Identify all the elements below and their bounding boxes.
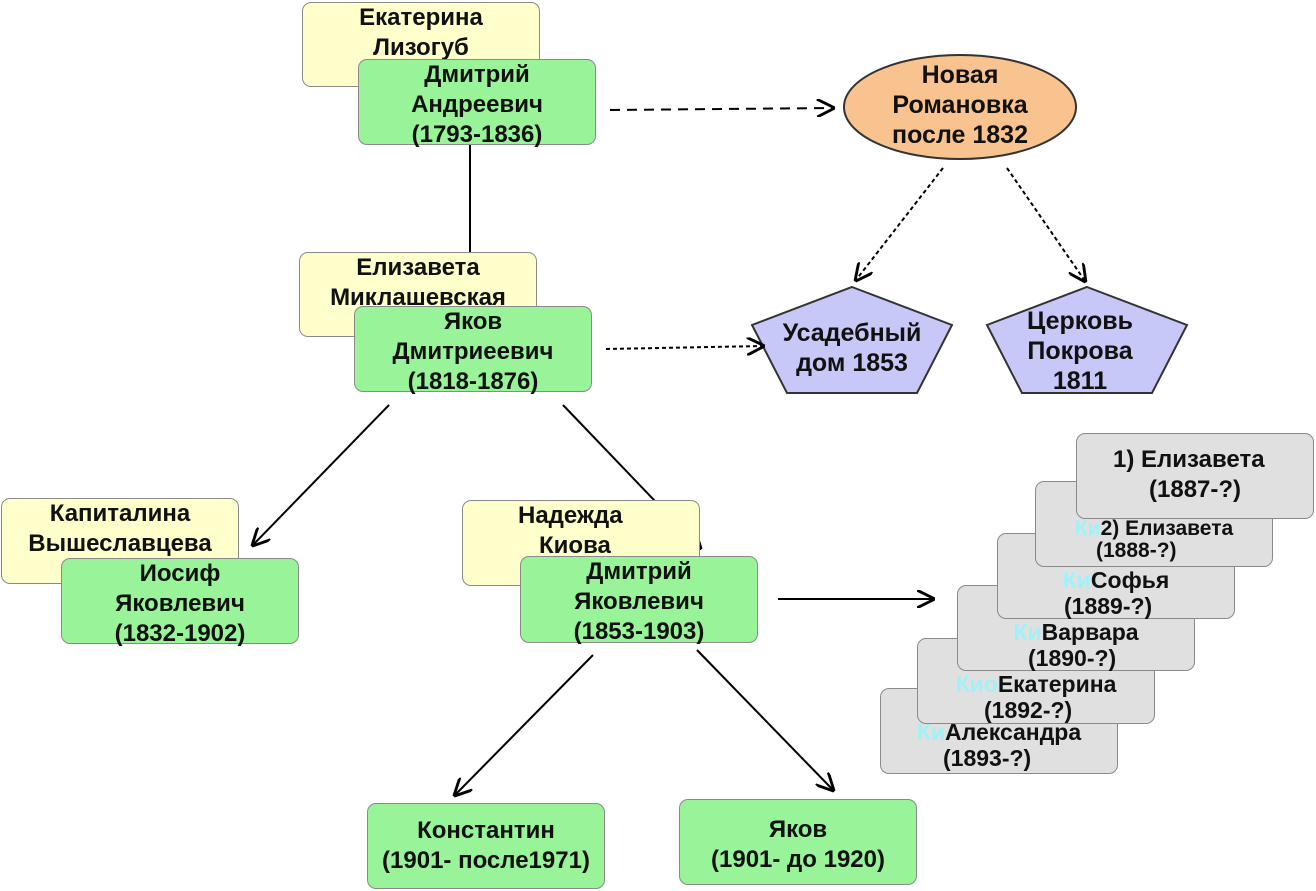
person-name: Яков [768, 816, 828, 843]
person-first-name: Яков [443, 308, 503, 335]
person-patronymic: Дмитриеевич [392, 338, 554, 365]
spouse-first-name: Надежда [518, 502, 623, 529]
person-patronymic: Яковлевич [574, 588, 704, 615]
church-line-2: Покрова [1027, 337, 1133, 365]
estate-line-1: Новая [921, 61, 999, 89]
person-yakov-jr: Яков (1901- до 1920) [679, 799, 917, 885]
daughter-name: 1) Елизавета [1113, 446, 1265, 473]
daughter-prefix: Ки [1013, 619, 1042, 645]
daughter-name: Варвара [1041, 619, 1139, 645]
spouse-last-name: Киова [539, 532, 611, 559]
arrow-yakov-to-iosif [253, 404, 390, 545]
daughter-name-line: КиСофья [998, 567, 1234, 593]
church-line-1: Церковь [1027, 307, 1133, 335]
daughter-years: (1889-?) [1064, 593, 1153, 619]
daughter-name-line: КиВарвара [958, 619, 1194, 645]
daughter-years: (1887-?) [1149, 476, 1242, 503]
person-dmitry-andreevich: Дмитрий Андреевич (1793-1836) [358, 59, 596, 148]
daughter-years: (1888-?) [1096, 539, 1177, 562]
person-years: (1901- до 1920) [711, 846, 885, 873]
daughter-name: Софья [1090, 567, 1170, 593]
daughter-name: 2) Елизавета [1100, 517, 1234, 540]
person-iosif-yakovlevich: Иосиф Яковлевич (1832-1902) [61, 558, 299, 647]
estate-ellipse [843, 54, 1077, 160]
arrow-dmitry-to-estate [609, 108, 833, 110]
person-years: (1853-1903) [573, 618, 705, 645]
spouse-last-name: Вышеславцева [28, 530, 212, 557]
daughter-name-line: Ки2) Елизавета [1036, 518, 1272, 540]
person-name: Константин [417, 817, 555, 844]
arrow-estate-to-house [856, 167, 944, 280]
person-patronymic: Андреевич [411, 91, 543, 118]
house-line-2: дом 1853 [796, 349, 908, 377]
arrow-estate-to-church [1006, 167, 1085, 281]
person-dmitry-yakovlevich: Дмитрий Яковлевич (1853-1903) [520, 556, 758, 645]
person-patronymic: Яковлевич [115, 590, 245, 617]
daughter-card-1: 1) Елизавета (1887-?) [1076, 433, 1314, 519]
arrow-dmitry-to-konstantin [455, 654, 594, 795]
person-years: (1793-1836) [411, 121, 543, 148]
person-yakov-dmitrievich: Яков Дмитриеевич (1818-1876) [354, 306, 592, 395]
arrow-yakov-to-house [605, 346, 763, 349]
church-line-3: 1811 [1052, 367, 1108, 395]
spouse-first-name: Екатерина [359, 4, 483, 31]
house-label: Усадебный дом 1853 [752, 318, 952, 378]
daughter-prefix: Кио [955, 671, 998, 697]
daughter-years: (1893-?) [943, 745, 1032, 771]
daughter-years: (1892-?) [984, 697, 1073, 723]
spouse-first-name: Елизавета [356, 254, 480, 281]
daughter-name: Екатерина [997, 671, 1117, 697]
person-years: (1901- после1971) [382, 847, 590, 874]
person-years: (1832-1902) [114, 620, 246, 647]
daughter-years: (1890-?) [1028, 645, 1117, 671]
church-label: Церковь Покрова 1811 [980, 306, 1180, 396]
person-first-name: Дмитрий [424, 61, 530, 88]
estate-line-2: Романовка [892, 91, 1028, 119]
house-line-1: Усадебный [782, 319, 922, 347]
house-pentagon [750, 285, 954, 394]
daughter-prefix: Ки [1074, 517, 1101, 540]
daughter-prefix: Ки [1062, 567, 1091, 593]
daughter-name-line: КиоЕкатерина [918, 671, 1154, 697]
person-konstantin: Константин (1901- после1971) [367, 803, 605, 889]
spouse-first-name: Капиталина [49, 500, 191, 527]
estate-line-3: после 1832 [892, 121, 1028, 149]
person-first-name: Иосиф [139, 560, 221, 587]
arrow-dmitry-to-yakov-jr [696, 649, 833, 790]
person-years: (1818-1876) [407, 368, 539, 395]
spouse-last-name: Лизогуб [373, 34, 469, 61]
person-first-name: Дмитрий [586, 558, 692, 585]
church-pentagon [985, 285, 1189, 394]
estate-label: Новая Романовка после 1832 [860, 60, 1060, 150]
